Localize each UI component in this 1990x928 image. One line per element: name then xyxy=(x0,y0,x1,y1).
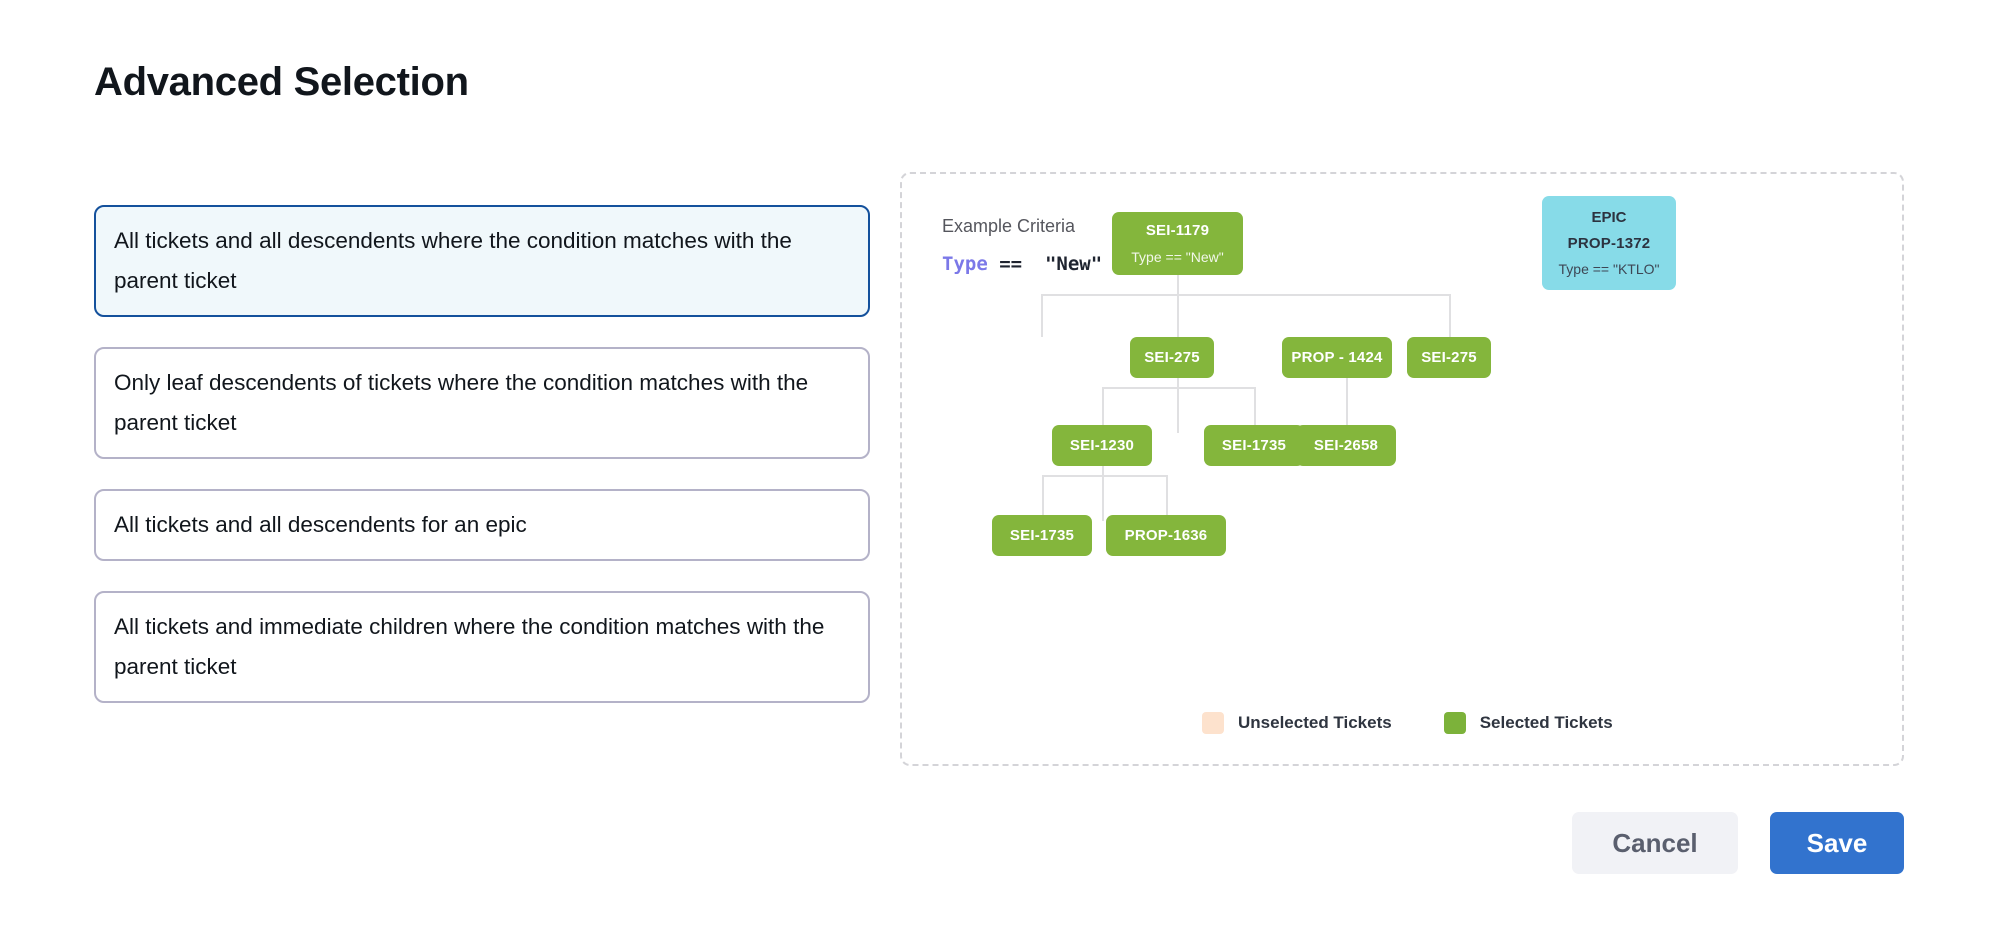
connector-r3a-stem xyxy=(1102,466,1104,521)
option-card-leaf-descendents[interactable]: Only leaf descendents of tickets where t… xyxy=(94,347,870,459)
option-card-all-descendents[interactable]: All tickets and all descendents where th… xyxy=(94,205,870,317)
connector-row3-left-drop xyxy=(1102,387,1104,433)
selection-options-list: All tickets and all descendents where th… xyxy=(94,205,870,733)
example-diagram-panel: Example Criteria Type == "New" SEI-1179 … xyxy=(900,172,1904,766)
legend-label: Selected Tickets xyxy=(1479,713,1613,732)
connector-row4-left-drop xyxy=(1042,475,1044,521)
node-condition: Type == "New" xyxy=(1131,249,1224,265)
node-sei-1230[interactable]: SEI-1230 xyxy=(1052,425,1152,466)
connector-r2b-stem xyxy=(1346,378,1348,466)
dialog-footer: Cancel Save xyxy=(1572,812,1904,874)
node-sei-1179[interactable]: SEI-1179 Type == "New" xyxy=(1112,212,1243,275)
node-epic-prop-1372[interactable]: EPIC PROP-1372 Type == "KTLO" xyxy=(1542,196,1676,290)
criteria-label: Example Criteria xyxy=(942,216,1076,236)
node-id: PROP-1372 xyxy=(1567,235,1651,252)
node-sei-1735-b[interactable]: SEI-1735 xyxy=(992,515,1092,556)
cancel-button[interactable]: Cancel xyxy=(1572,812,1738,874)
node-id: PROP - 1424 xyxy=(1291,349,1383,366)
option-label: All tickets and all descendents where th… xyxy=(114,228,792,293)
node-id: SEI-275 xyxy=(1144,349,1200,366)
connector-r2a-stem xyxy=(1177,378,1179,433)
unselected-swatch-icon xyxy=(1202,712,1224,734)
connector-row2-right-drop xyxy=(1449,294,1451,337)
node-id: SEI-275 xyxy=(1421,349,1477,366)
connector-row4-right-drop xyxy=(1166,475,1168,521)
legend-label: Unselected Tickets xyxy=(1238,713,1392,732)
connector-row2-left-drop xyxy=(1041,294,1043,337)
node-prop-1636[interactable]: PROP-1636 xyxy=(1106,515,1226,556)
option-label: Only leaf descendents of tickets where t… xyxy=(114,370,809,435)
connector-row4-bus xyxy=(1042,475,1166,477)
node-sei-275-a[interactable]: SEI-275 xyxy=(1130,337,1214,378)
node-id: PROP-1636 xyxy=(1124,527,1208,544)
save-button[interactable]: Save xyxy=(1770,812,1904,874)
node-id: SEI-1179 xyxy=(1145,222,1210,239)
node-id: SEI-2658 xyxy=(1313,437,1379,454)
page-title: Advanced Selection xyxy=(94,60,469,104)
node-sei-275-b[interactable]: SEI-275 xyxy=(1407,337,1491,378)
node-sei-1735-a[interactable]: SEI-1735 xyxy=(1204,425,1304,466)
option-card-epic-descendents[interactable]: All tickets and all descendents for an e… xyxy=(94,489,870,561)
node-id: SEI-1735 xyxy=(1221,437,1287,454)
option-card-immediate-children[interactable]: All tickets and immediate children where… xyxy=(94,591,870,703)
node-id: SEI-1230 xyxy=(1069,437,1135,454)
diagram-legend: Unselected Tickets Selected Tickets xyxy=(1202,712,1613,734)
selected-swatch-icon xyxy=(1443,712,1466,734)
connector-row2-bus xyxy=(1041,294,1450,296)
node-type-label: EPIC xyxy=(1591,209,1627,226)
legend-item-selected: Selected Tickets xyxy=(1443,712,1613,734)
node-sei-2658[interactable]: SEI-2658 xyxy=(1296,425,1396,466)
option-label: All tickets and immediate children where… xyxy=(114,614,825,679)
criteria-keyword: Type xyxy=(942,253,988,275)
connector-row3-bus xyxy=(1102,387,1254,389)
connector-root-stem xyxy=(1177,275,1179,396)
legend-item-unselected: Unselected Tickets xyxy=(1202,712,1392,734)
node-condition: Type == "KTLO" xyxy=(1558,261,1660,277)
option-label: All tickets and all descendents for an e… xyxy=(114,512,527,537)
node-prop-1424[interactable]: PROP - 1424 xyxy=(1282,337,1392,378)
criteria-expression: Type == "New" xyxy=(942,253,1102,275)
connector-row3-right-drop xyxy=(1254,387,1256,433)
criteria-operand: == "New" xyxy=(987,253,1103,275)
node-id: SEI-1735 xyxy=(1009,527,1075,544)
